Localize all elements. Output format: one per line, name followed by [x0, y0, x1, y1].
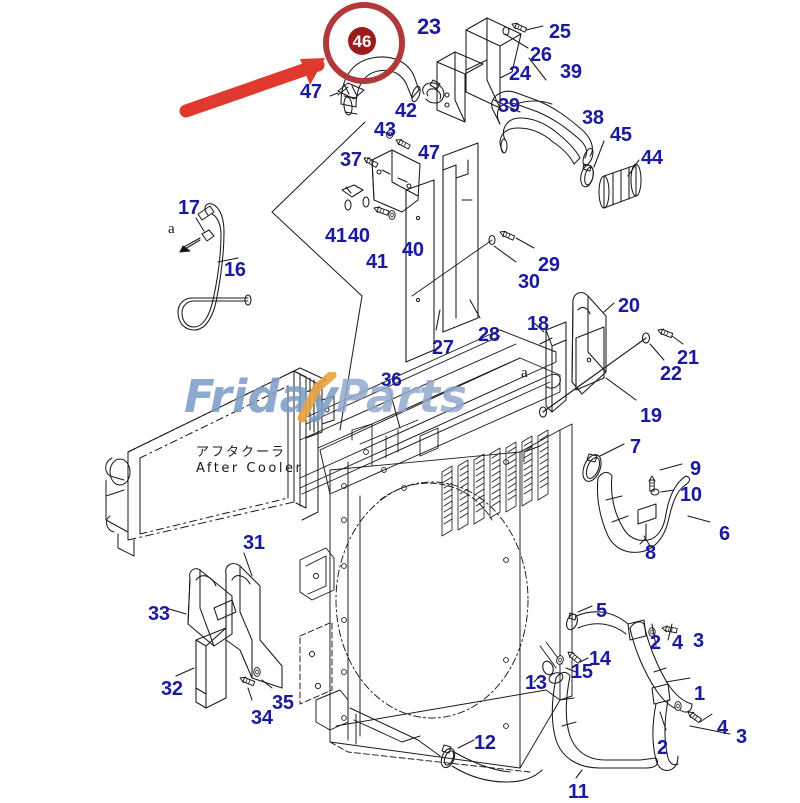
part-label-47: 47 [300, 81, 322, 103]
part-label-11: 11 [568, 781, 589, 803]
part-17-clip [179, 217, 215, 253]
part-32-block [175, 627, 227, 709]
part-label-40: 40 [402, 239, 424, 261]
part-label-22: 22 [660, 363, 682, 385]
part-11-hose [548, 671, 659, 779]
part-8-clip [637, 503, 657, 547]
part-19-cover [575, 326, 637, 401]
part-label-5: 5 [596, 600, 607, 622]
part-16-cable [177, 203, 252, 331]
part-label-17: 17 [178, 197, 200, 219]
caption-after-cooler-jp: アフタクーラ [196, 445, 287, 460]
part-label-8: 8 [645, 542, 656, 564]
part-label-4: 4 [717, 717, 728, 739]
part-label-35: 35 [272, 692, 294, 714]
part-27-28-panels [405, 142, 479, 363]
part-label-41: 41 [366, 251, 388, 273]
part-label-15: 15 [571, 661, 593, 683]
highlight-circle [323, 2, 405, 84]
part-46-badge-text: 46 [353, 32, 372, 51]
part-31-33-mounts [165, 552, 283, 689]
part-label-27: 27 [432, 337, 454, 359]
part-label-34: 34 [251, 707, 273, 729]
part-29-30-bolts [411, 228, 535, 297]
part-label-2: 2 [657, 737, 668, 759]
part-label-39: 39 [560, 61, 582, 83]
part-5-clamp-and-tube [566, 605, 629, 635]
part-label-19: 19 [640, 405, 662, 427]
part-label-16: 16 [224, 259, 246, 281]
part-label-31: 31 [243, 532, 265, 554]
part-label-23: 23 [417, 14, 441, 39]
part-label-28: 28 [478, 324, 500, 346]
part-label-41: 41 [325, 225, 347, 247]
part-label-40: 40 [348, 225, 370, 247]
part-37-bracket [341, 149, 421, 213]
part-label-39: 39 [498, 95, 520, 117]
part-label-3: 3 [736, 726, 747, 748]
part-18-bracket [532, 321, 567, 413]
part-label-38: 38 [582, 107, 604, 129]
part-label-18: 18 [527, 313, 549, 335]
part-label-26: 26 [530, 44, 552, 66]
part-label-6: 6 [719, 523, 730, 545]
part-label-13: 13 [525, 672, 547, 694]
part-47-clamp-left [329, 82, 365, 100]
part-label-44: 44 [641, 147, 663, 169]
part-24-cover [465, 17, 522, 109]
ref-a-left: a [168, 221, 175, 237]
part-label-1: 1 [694, 683, 705, 705]
part-label-14: 14 [589, 648, 611, 670]
part-label-37: 37 [340, 149, 362, 171]
part-label-2: 2 [650, 632, 661, 654]
part-label-4: 4 [672, 632, 683, 654]
part-label-20: 20 [618, 295, 640, 317]
part-25-26-screws [502, 20, 544, 49]
part-label-30: 30 [518, 271, 540, 293]
part-label-3: 3 [693, 630, 704, 652]
part-38-39-pipes [491, 57, 594, 167]
part-label-45: 45 [610, 124, 632, 146]
part-label-36: 36 [381, 370, 402, 391]
part-label-10: 10 [680, 484, 702, 506]
part-40-41-hardware [344, 196, 396, 220]
part-label-43: 43 [374, 119, 396, 141]
part-6-hose [597, 471, 711, 553]
part-46-badge [348, 27, 376, 55]
part-label-21: 21 [677, 347, 699, 369]
part-label-9: 9 [690, 458, 701, 480]
part-7-clamp [582, 443, 625, 482]
part-label-25: 25 [549, 21, 571, 43]
radiator-core-assembly [299, 329, 573, 773]
part-44-sleeve [598, 159, 642, 209]
part-2-4-3-hardware-top [627, 619, 678, 647]
part-label-47: 47 [418, 142, 440, 164]
part-23-panel [436, 51, 484, 123]
part-34-35-hardware [238, 667, 273, 701]
part-12-clamp-hose [440, 739, 543, 783]
part-label-29: 29 [538, 254, 560, 276]
part-9-10-bolts [648, 463, 683, 496]
part-label-42: 42 [395, 100, 417, 122]
highlight-arrow [179, 58, 325, 118]
part-label-7: 7 [630, 436, 641, 458]
ref-a-right: a [521, 365, 528, 381]
part-2-4-3-hardware-bottom [651, 683, 731, 771]
part-20-panel [571, 291, 615, 395]
part-label-12: 12 [474, 732, 496, 754]
part-label-33: 33 [148, 603, 170, 625]
part-13-14-15-hardware [533, 649, 589, 683]
part-label-32: 32 [161, 678, 183, 700]
part-label-24: 24 [509, 63, 531, 85]
caption-after-cooler-en: After Cooler [196, 461, 304, 477]
part-21-22-rod [538, 326, 684, 418]
part-45-clamp [580, 140, 605, 188]
leader-long-46 [271, 121, 366, 431]
